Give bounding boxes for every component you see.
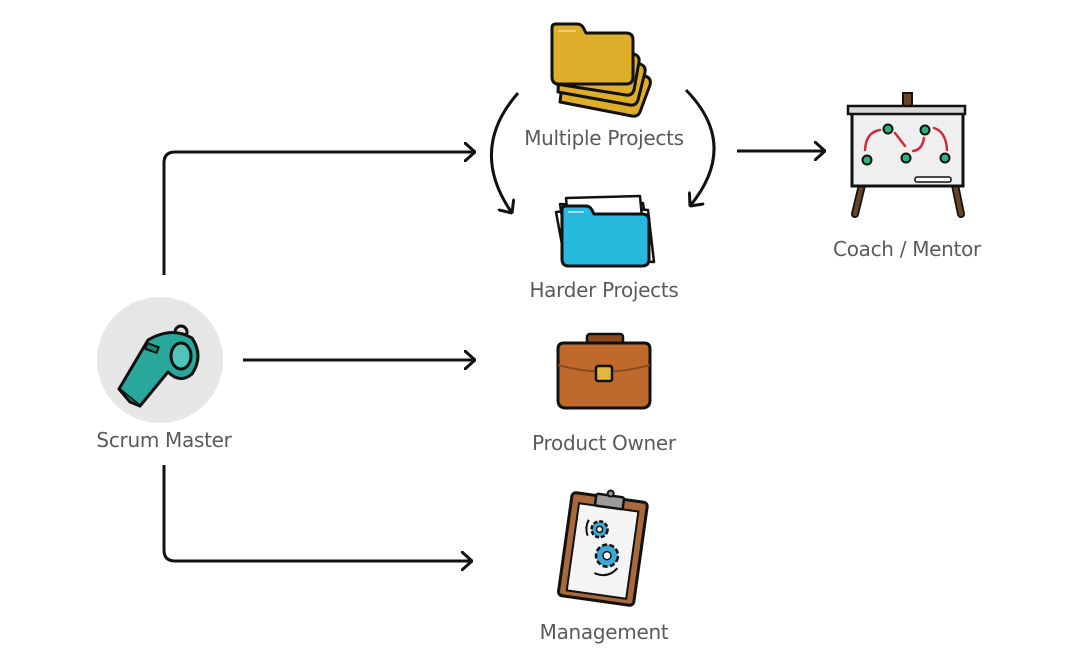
node-label-scrum-master: Scrum Master [96,428,232,452]
whiteboard-easel-icon [846,92,967,218]
edge-scrum-master-to-management [162,465,472,561]
edge-multiple-to-harder-left-arc [490,92,520,213]
node-label-product-owner: Product Owner [532,431,676,455]
node-label-management: Management [539,620,669,644]
clipboard-gears-icon [557,489,649,607]
edge-multiple-to-harder-right-arc [684,88,716,206]
node-label-harder-projects: Harder Projects [529,278,679,302]
whistle-icon [97,297,223,423]
folder-papers-icon [554,194,656,268]
node-label-coach-mentor: Coach / Mentor [833,237,981,261]
node-label-multiple-projects: Multiple Projects [524,126,684,150]
briefcase-icon [556,332,652,410]
folder-stack-icon [550,22,652,118]
edge-scrum-master-to-multiple-projects [162,152,475,275]
